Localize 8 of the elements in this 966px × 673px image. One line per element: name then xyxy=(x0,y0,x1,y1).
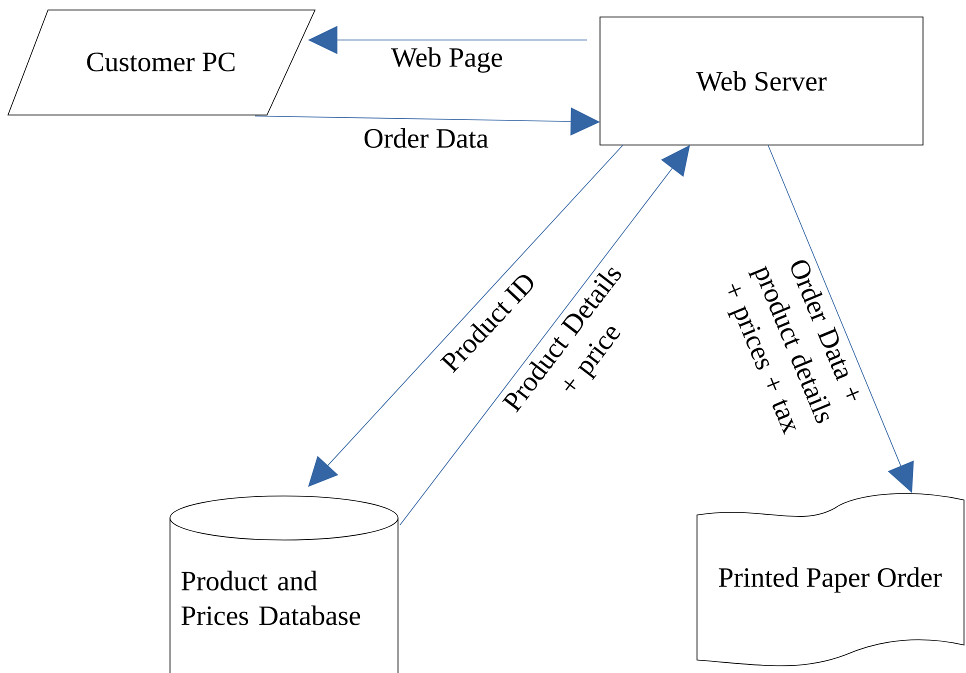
arrow xyxy=(400,145,690,526)
database-cylinder: Product and Prices Database xyxy=(170,496,398,673)
arrow xyxy=(768,144,914,493)
server-box: Web Server xyxy=(600,16,924,146)
edge-label: Web Page xyxy=(390,46,504,74)
arrow xyxy=(308,144,624,487)
node-label: Product and Prices Database xyxy=(181,570,360,626)
edge-label: Order Data xyxy=(362,126,490,150)
